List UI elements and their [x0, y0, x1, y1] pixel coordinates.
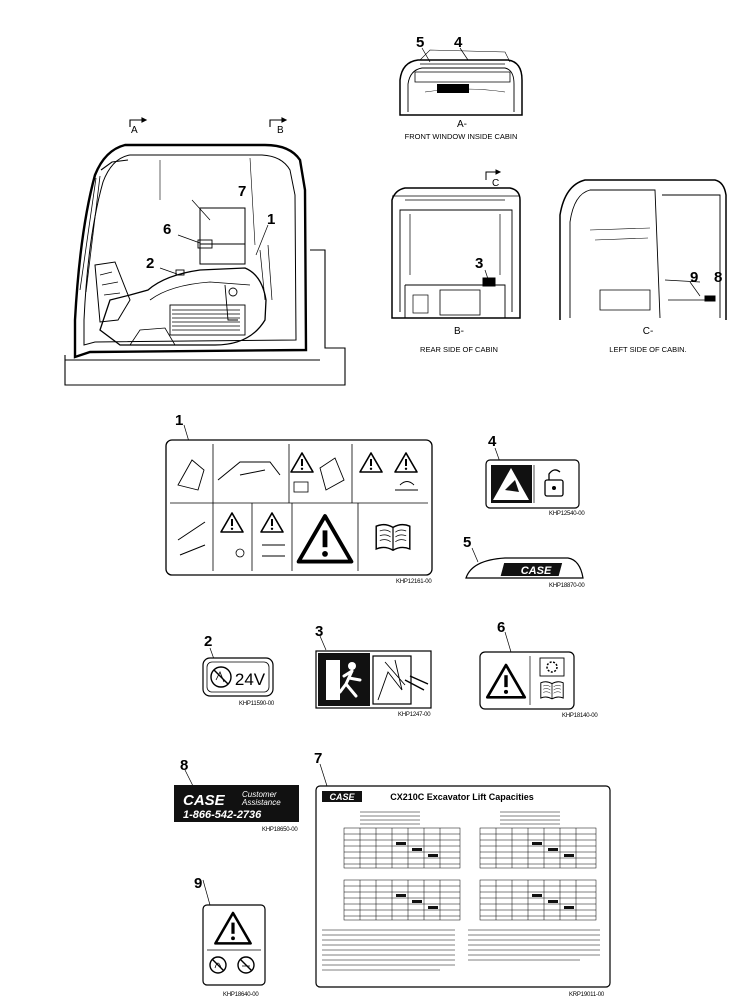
- callout-9-view-c: 9: [690, 269, 698, 286]
- callout-2-main: 2: [146, 255, 154, 272]
- decal-8-part-number: KHP18650-00: [262, 827, 298, 833]
- decal-7-brand-box: [322, 791, 362, 802]
- section-label-c: C: [492, 178, 499, 189]
- decal-4-pinch-warning: [485, 447, 580, 509]
- section-label-b: B: [277, 125, 284, 136]
- decal-7-lift-capacities: [315, 763, 611, 988]
- decal-8-phone: 1-866-542-2736: [183, 809, 262, 821]
- view-b-rear-cabin: [391, 169, 521, 319]
- decal-5-text: CASE: [521, 565, 552, 577]
- callout-4-view-a: 4: [454, 34, 463, 51]
- decal-4-part-number: KHP12540-00: [549, 511, 585, 517]
- decal-2-voltage: [202, 647, 274, 697]
- decal-7-title: CX210C Excavator Lift Capacities: [390, 792, 534, 802]
- callout-1-main: 1: [267, 211, 275, 228]
- view-c-letter: C-: [643, 326, 654, 337]
- section-marker-b: [269, 117, 288, 127]
- decal-2-part-number: KHP11590-00: [239, 701, 275, 707]
- view-c-caption: LEFT SIDE OF CABIN.: [609, 345, 686, 354]
- callout-6-main: 6: [163, 221, 171, 238]
- view-a-letter: A-: [457, 119, 467, 130]
- view-a-case-decal: [437, 84, 469, 93]
- callout-3-decal: 3: [315, 623, 323, 640]
- callout-4-decal: 4: [488, 433, 497, 450]
- callout-5-decal: 5: [463, 534, 471, 551]
- decal-8-customer-assistance: CASE Customer Assistance 1-866-542-2736: [174, 769, 299, 822]
- view-a-caption: FRONT WINDOW INSIDE CABIN: [405, 132, 518, 141]
- decal-6-part-number: KHP18140-00: [562, 713, 598, 719]
- decal-8-line2: Assistance: [241, 798, 281, 807]
- decal-3-emergency-exit: [315, 635, 432, 709]
- callout-2-decal: 2: [204, 633, 212, 650]
- callout-9-decal: 9: [194, 875, 202, 892]
- view-c-left-cabin: [559, 179, 727, 320]
- decal-7-brand: CASE: [329, 792, 355, 802]
- decal-5-part-number: KHP18870-00: [549, 583, 585, 589]
- decal-9-warning-no-fire: [202, 879, 266, 986]
- decal-8-line1: Customer: [242, 790, 277, 799]
- callout-5-view-a: 5: [416, 34, 424, 51]
- view-b-letter: B-: [454, 326, 464, 337]
- decal-8-brand: CASE: [183, 792, 226, 809]
- decal-2-voltage-text: 24V: [235, 670, 266, 689]
- view-b-caption: REAR SIDE OF CABIN: [420, 345, 498, 354]
- callout-3-view-b: 3: [475, 255, 483, 272]
- callout-6-decal: 6: [497, 619, 505, 636]
- decal-6-warning-book: [479, 631, 575, 710]
- decal-7-part-number: KRP19011-00: [569, 992, 605, 998]
- callout-8-view-c: 8: [714, 269, 722, 286]
- callout-7-main: 7: [238, 183, 246, 200]
- callout-8-decal: 8: [180, 757, 188, 774]
- decal-9-part-number: KHP18640-00: [223, 992, 259, 998]
- callout-1-decal: 1: [175, 412, 183, 429]
- view-a-front-window: [399, 47, 523, 116]
- decal-5-case-logo: [465, 547, 584, 579]
- decal-1-part-number: KHP12161-00: [396, 579, 432, 585]
- section-label-a: A: [131, 125, 138, 136]
- section-marker-a: [129, 117, 148, 127]
- decal-3-part-number: KHP1247-00: [398, 712, 431, 718]
- callout-7-decal: 7: [314, 750, 322, 767]
- decal-1-warning-panel: [165, 424, 433, 576]
- main-cab-view: [64, 117, 346, 386]
